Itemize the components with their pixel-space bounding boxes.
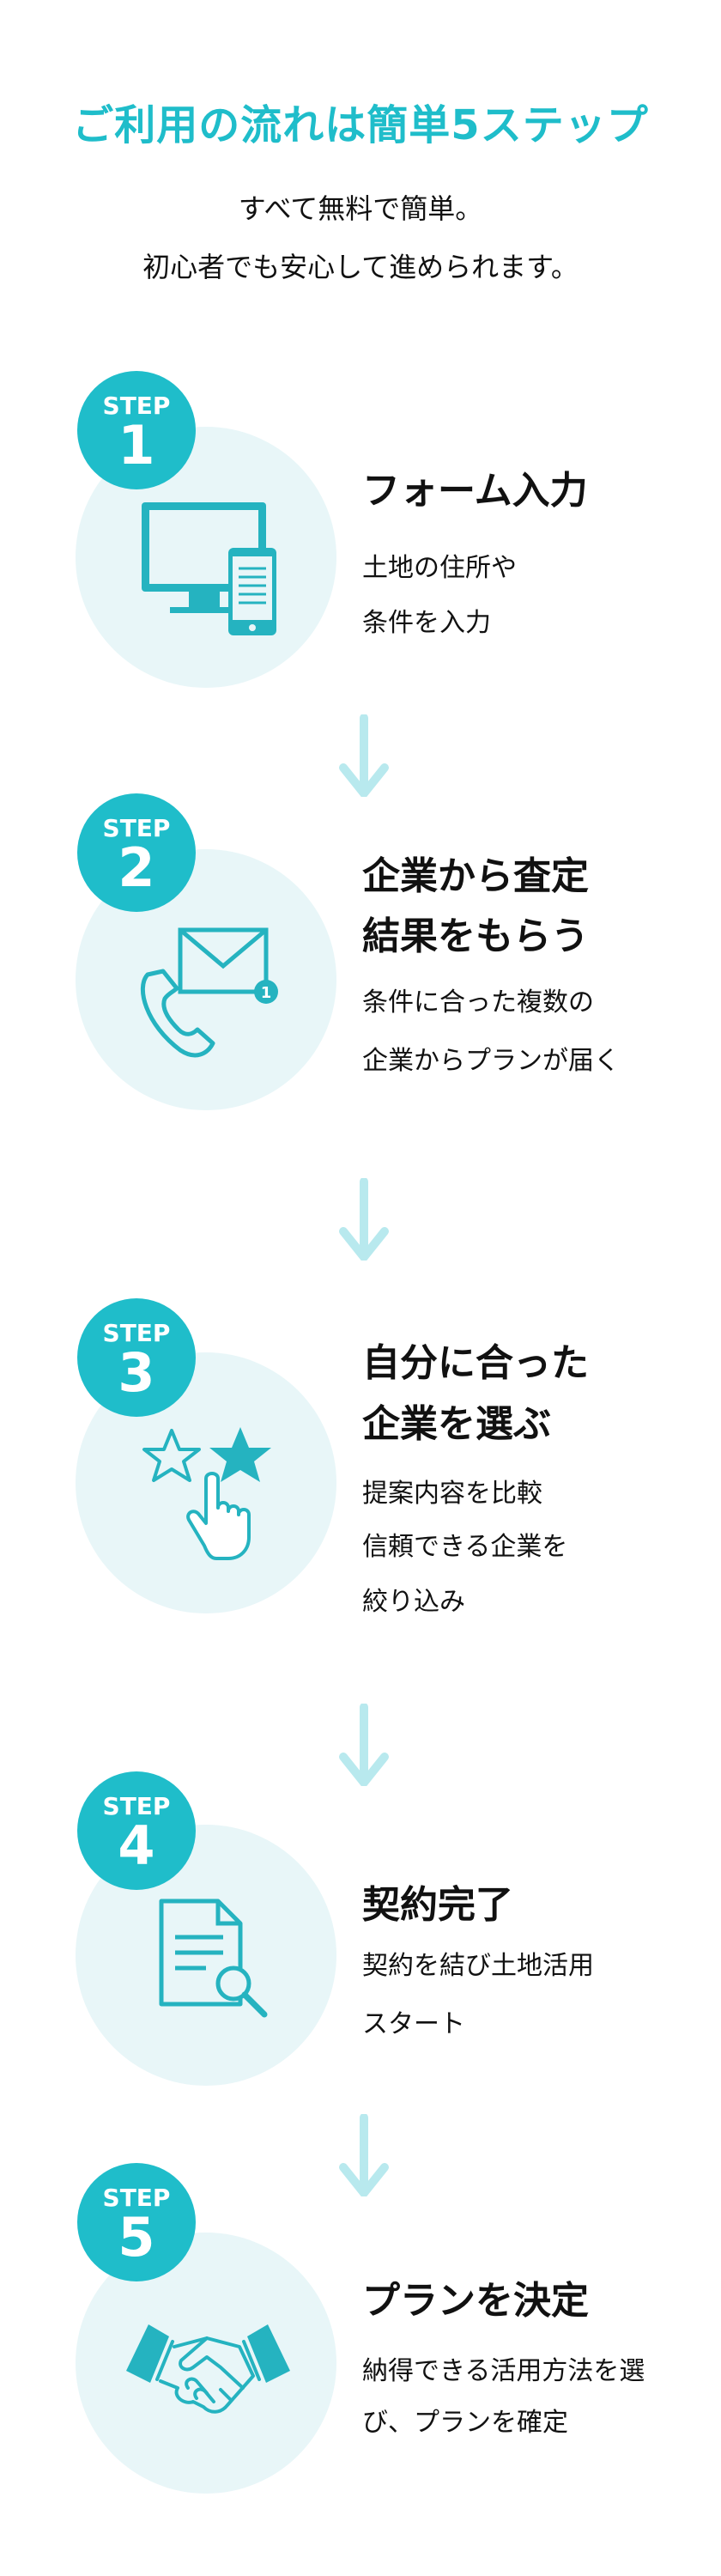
- step-badge: STEP 1: [77, 371, 196, 489]
- step-number: 4: [118, 1814, 155, 1877]
- step-badge: STEP 3: [77, 1298, 196, 1417]
- step-desc-line: 条件を入力: [362, 608, 491, 638]
- step-title: フォーム入力: [362, 469, 588, 513]
- step-label: STEP: [102, 1319, 171, 1347]
- step-desc-line: 納得できる活用方法を選: [362, 2356, 645, 2386]
- step-desc-line: び、プランを確定: [362, 2408, 568, 2438]
- step-number: 2: [118, 836, 155, 899]
- step-title: 自分に合った: [362, 1341, 589, 1385]
- step-title: 企業から査定: [362, 854, 589, 898]
- step-desc-line: 提案内容を比較: [362, 1479, 542, 1509]
- step-desc-line: スタート: [362, 2009, 465, 2039]
- subtitle-line-1: すべて無料で簡単。: [238, 192, 483, 225]
- step-desc-line: 土地の住所や: [362, 553, 517, 583]
- notification-count: 1: [261, 984, 272, 1002]
- phone-mail-icon: 1: [140, 927, 278, 1058]
- page-title: ご利用の流れは簡単5ステップ: [72, 101, 649, 149]
- document-search-icon: [159, 1899, 268, 2018]
- step-desc-line: 契約を結び土地活用: [362, 1951, 594, 1981]
- step-badge: STEP 5: [77, 2163, 196, 2281]
- step-desc-line: 信頼できる企業を: [362, 1532, 568, 1562]
- handshake-icon: [126, 2324, 290, 2414]
- step-number: 1: [118, 414, 155, 477]
- step-number: 5: [118, 2206, 155, 2269]
- step-label: STEP: [102, 814, 171, 842]
- arrow-down-icon: [339, 714, 389, 797]
- step-title: プランを決定: [362, 2279, 589, 2323]
- step-title: 結果をもらう: [362, 914, 589, 958]
- subtitle-line-2: 初心者でも安心して進められます。: [142, 251, 579, 283]
- step-label: STEP: [102, 1792, 171, 1820]
- step-badge: STEP 4: [77, 1771, 196, 1890]
- arrow-down-icon: [339, 2114, 389, 2196]
- arrow-down-icon: [339, 1178, 389, 1261]
- computer-smartphone-icon: [142, 502, 276, 635]
- step-title: 契約完了: [362, 1883, 513, 1927]
- step-label: STEP: [102, 392, 171, 420]
- step-desc-line: 企業からプランが届く: [362, 1046, 620, 1076]
- step-desc-line: 条件に合った複数の: [362, 987, 594, 1018]
- step-label: STEP: [102, 2184, 171, 2212]
- arrow-down-icon: [339, 1704, 389, 1786]
- step-desc-line: 絞り込み: [362, 1587, 465, 1617]
- step-badge: STEP 2: [77, 793, 196, 912]
- step-number: 3: [118, 1341, 155, 1404]
- step-title: 企業を選ぶ: [362, 1402, 551, 1446]
- star-select-icon: [142, 1427, 271, 1560]
